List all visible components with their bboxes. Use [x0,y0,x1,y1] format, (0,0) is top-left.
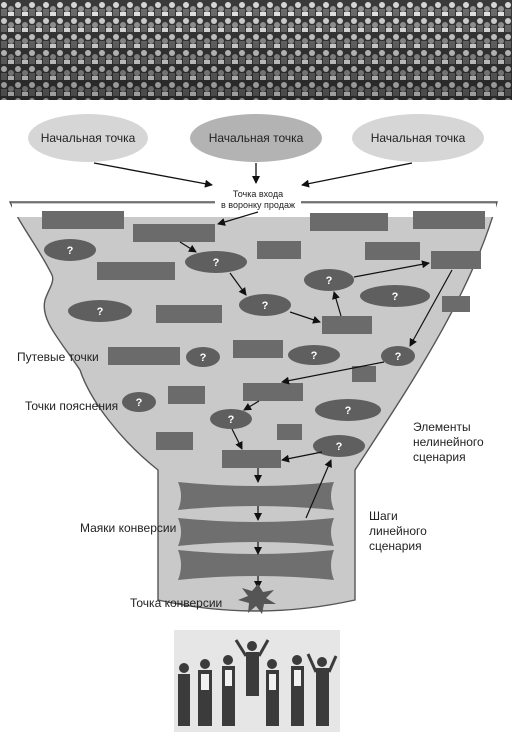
entry-point-right: Начальная точка [352,114,484,162]
entry-point-label: Начальная точка [41,131,136,145]
waypoint-block [42,211,124,229]
svg-text:нелинейного: нелинейного [413,435,484,449]
waypoint-block [310,213,388,231]
conversion-beacons [178,482,334,580]
waypoint-block [431,251,481,269]
question-ellipse: ? [122,392,156,412]
svg-text:Шаги: Шаги [369,509,398,523]
arrow [301,162,413,188]
waypoint-block [156,432,193,450]
funnel-entry-line2: в воронку продаж [221,200,295,210]
crowd-photo [0,0,512,100]
conversion-beacon [178,518,334,546]
waypoint-block [133,224,215,242]
svg-text:?: ? [392,291,399,303]
label-waypoints: Путевые точки [17,350,99,364]
question-ellipse: ? [44,239,96,261]
question-ellipse: ? [288,345,340,365]
group-celebrating-photo [174,630,340,732]
svg-text:?: ? [326,275,333,287]
funnel-entry-box: Точка входа в воронку продаж [215,184,301,212]
waypoint-block [243,383,303,401]
conversion-star-icon [238,584,276,614]
entry-point-label: Начальная точка [371,131,466,145]
label-explanation-points: Точки пояснения [25,399,118,413]
question-ellipse: ? [185,251,247,273]
entry-point-center: Начальная точка [190,114,322,162]
question-ellipse: ? [239,294,291,316]
label-conversion-beacons: Маяки конверсии [80,521,176,535]
arrow [93,162,213,188]
waypoint-block [108,347,180,365]
label-conversion-point: Точка конверсии [130,596,222,610]
question-ellipse: ? [315,399,381,421]
waypoint-block [352,366,376,382]
svg-text:?: ? [213,257,220,269]
question-ellipses: ? ? ? ? ? ? ? ? ? ? ? ? ? [44,239,430,457]
waypoint-block [257,241,301,259]
question-ellipse: ? [304,269,354,291]
svg-text:Элементы: Элементы [413,420,471,434]
svg-text:?: ? [200,352,207,364]
svg-text:?: ? [395,351,402,363]
svg-text:?: ? [136,397,143,409]
svg-text:сценария: сценария [369,539,422,553]
funnel-entry-line1: Точка входа [233,189,283,199]
label-nonlinear-elements: Элементы нелинейного сценария [413,420,484,464]
waypoint-block [365,242,420,260]
entry-point-left: Начальная точка [28,114,148,162]
waypoint-blocks [42,211,485,468]
svg-text:?: ? [97,306,104,318]
conversion-beacon [178,482,334,510]
svg-text:сценария: сценария [413,450,466,464]
question-ellipse: ? [210,409,252,429]
conversion-beacon [178,550,334,580]
svg-text:?: ? [67,245,74,257]
question-ellipse: ? [381,346,415,366]
waypoint-block [156,305,222,323]
flow-arrows [179,211,453,463]
svg-text:?: ? [345,405,352,417]
waypoint-block [277,424,302,440]
svg-text:линейного: линейного [369,524,427,538]
question-ellipse: ? [68,300,132,322]
question-ellipse: ? [186,347,220,367]
waypoint-block [322,316,372,334]
svg-text:?: ? [262,300,269,312]
svg-text:?: ? [311,350,318,362]
svg-text:?: ? [336,441,343,453]
waypoint-block [97,262,175,280]
label-linear-steps: Шаги линейного сценария [369,509,427,553]
entry-point-label: Начальная точка [209,131,304,145]
waypoint-block [233,340,283,358]
question-ellipse: ? [313,435,365,457]
waypoint-block [413,211,485,229]
svg-text:?: ? [228,414,235,426]
waypoint-block [168,386,205,404]
question-ellipse: ? [360,285,430,307]
waypoint-block [442,296,470,312]
waypoint-block [222,450,281,468]
